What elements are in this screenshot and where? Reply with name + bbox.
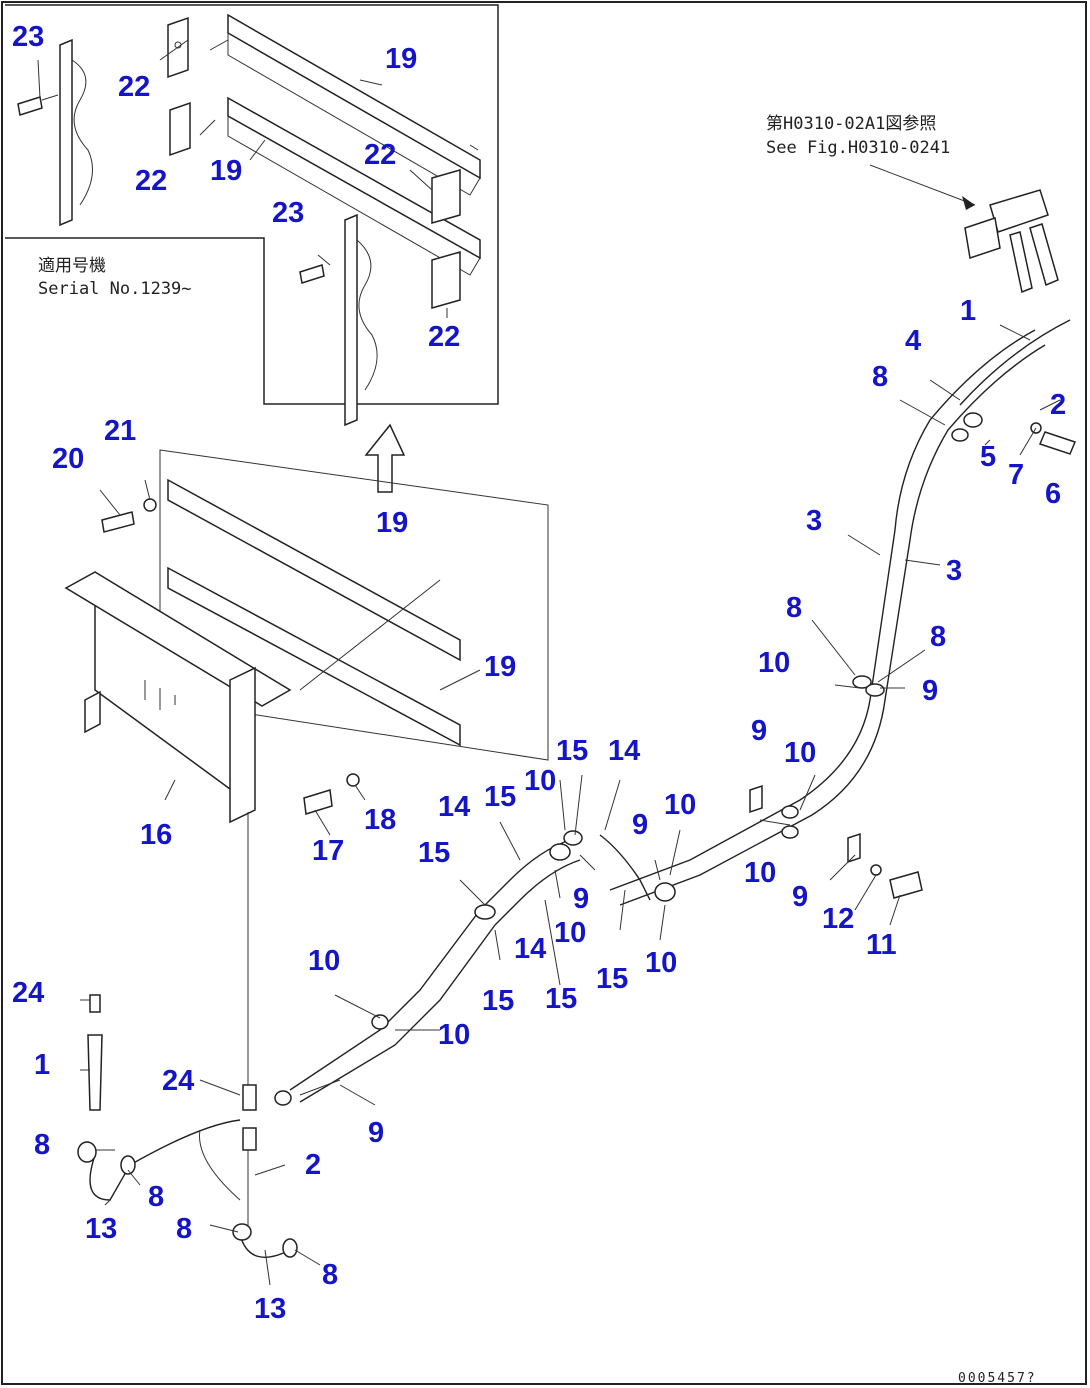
callout-2: 2 bbox=[1050, 389, 1066, 421]
callout-10: 10 bbox=[645, 947, 677, 979]
frame-plate-a bbox=[59, 38, 73, 227]
cooler-side-tank bbox=[229, 666, 256, 824]
callout-21: 21 bbox=[104, 415, 136, 447]
callout-8: 8 bbox=[872, 361, 888, 393]
callout-4: 4 bbox=[905, 325, 921, 357]
cooler-top-tank bbox=[64, 571, 292, 707]
callout-22: 22 bbox=[135, 165, 167, 197]
callout-19: 19 bbox=[210, 155, 242, 187]
inset-detail bbox=[17, 13, 481, 427]
cooler-assembly bbox=[64, 449, 549, 1090]
callout-15: 15 bbox=[556, 735, 588, 767]
callout-22: 22 bbox=[428, 321, 460, 353]
callout-15: 15 bbox=[484, 781, 516, 813]
reference-note-en: See Fig.H0310-0241 bbox=[766, 138, 950, 158]
callout-10: 10 bbox=[758, 647, 790, 679]
callout-24: 24 bbox=[162, 1065, 194, 1097]
callout-10: 10 bbox=[524, 765, 556, 797]
leader-lines bbox=[80, 324, 1061, 1286]
callout-3: 3 bbox=[806, 505, 822, 537]
rail-19-a bbox=[227, 13, 481, 180]
callout-9: 9 bbox=[922, 675, 938, 707]
callout-10: 10 bbox=[784, 737, 816, 769]
rail-19-d bbox=[167, 566, 461, 747]
callouts: 23 22 19 22 19 22 23 22 1 4 8 2 5 7 6 3 … bbox=[12, 21, 1066, 1325]
callout-2: 2 bbox=[305, 1149, 321, 1181]
callout-14: 14 bbox=[514, 933, 546, 965]
callout-17: 17 bbox=[312, 835, 344, 867]
callout-8: 8 bbox=[34, 1129, 50, 1161]
callout-16: 16 bbox=[140, 819, 172, 851]
bolt-23-a bbox=[17, 96, 43, 116]
callout-15: 15 bbox=[545, 983, 577, 1015]
callout-19: 19 bbox=[385, 43, 417, 75]
detail-inset-box bbox=[5, 4, 499, 405]
washer-21 bbox=[143, 498, 157, 512]
drawing-code: 0005457? bbox=[958, 1371, 1037, 1386]
reference-note-jp: 第H0310-02A1図参照 bbox=[766, 114, 936, 134]
callout-15: 15 bbox=[596, 963, 628, 995]
callout-14: 14 bbox=[438, 791, 470, 823]
callout-7: 7 bbox=[1008, 459, 1024, 491]
callout-19: 19 bbox=[484, 651, 516, 683]
callout-12: 12 bbox=[822, 903, 854, 935]
callout-22: 22 bbox=[364, 139, 396, 171]
bracket-22-b bbox=[169, 101, 191, 157]
callout-5: 5 bbox=[980, 441, 996, 473]
bolt-23-b bbox=[299, 264, 325, 284]
callout-8: 8 bbox=[176, 1213, 192, 1245]
bracket-22-d bbox=[431, 251, 461, 309]
callout-14: 14 bbox=[608, 735, 640, 767]
hose-routing bbox=[77, 319, 1077, 1258]
up-arrow bbox=[364, 423, 406, 493]
callout-1: 1 bbox=[960, 295, 976, 327]
bolt-17 bbox=[303, 789, 333, 815]
callout-20: 20 bbox=[52, 443, 84, 475]
callout-9: 9 bbox=[751, 715, 767, 747]
callout-10: 10 bbox=[744, 857, 776, 889]
callout-18: 18 bbox=[364, 804, 396, 836]
reference-leader bbox=[869, 164, 976, 206]
callout-3: 3 bbox=[946, 555, 962, 587]
callout-10: 10 bbox=[554, 917, 586, 949]
valve-assembly bbox=[964, 189, 1059, 294]
serial-note-jp: 適用号機 bbox=[38, 256, 106, 276]
bolt-20 bbox=[101, 511, 135, 533]
callout-8: 8 bbox=[322, 1259, 338, 1291]
callout-10: 10 bbox=[664, 789, 696, 821]
callout-9: 9 bbox=[573, 883, 589, 915]
callout-19: 19 bbox=[376, 507, 408, 539]
bracket-22-c bbox=[431, 169, 461, 224]
callout-11: 11 bbox=[866, 929, 897, 961]
callout-9: 9 bbox=[632, 809, 648, 841]
serial-note-en: Serial No.1239~ bbox=[38, 279, 192, 299]
break-line-a bbox=[71, 59, 93, 206]
callout-23: 23 bbox=[272, 197, 304, 229]
rail-19-c bbox=[167, 478, 461, 662]
callout-8: 8 bbox=[786, 592, 802, 624]
callout-10: 10 bbox=[308, 945, 340, 977]
callout-22: 22 bbox=[118, 71, 150, 103]
callout-23: 23 bbox=[12, 21, 44, 53]
callout-10: 10 bbox=[438, 1019, 470, 1051]
callout-8: 8 bbox=[930, 621, 946, 653]
callout-9: 9 bbox=[792, 881, 808, 913]
washer-18 bbox=[346, 773, 360, 787]
callout-8: 8 bbox=[148, 1181, 164, 1213]
callout-9: 9 bbox=[368, 1117, 384, 1149]
callout-13: 13 bbox=[254, 1293, 286, 1325]
callout-1: 1 bbox=[34, 1049, 50, 1081]
frame-plate-b bbox=[344, 213, 358, 427]
callout-15: 15 bbox=[482, 985, 514, 1017]
callout-24: 24 bbox=[12, 977, 44, 1009]
callout-13: 13 bbox=[85, 1213, 117, 1245]
callout-15: 15 bbox=[418, 837, 450, 869]
callout-6: 6 bbox=[1045, 478, 1061, 510]
